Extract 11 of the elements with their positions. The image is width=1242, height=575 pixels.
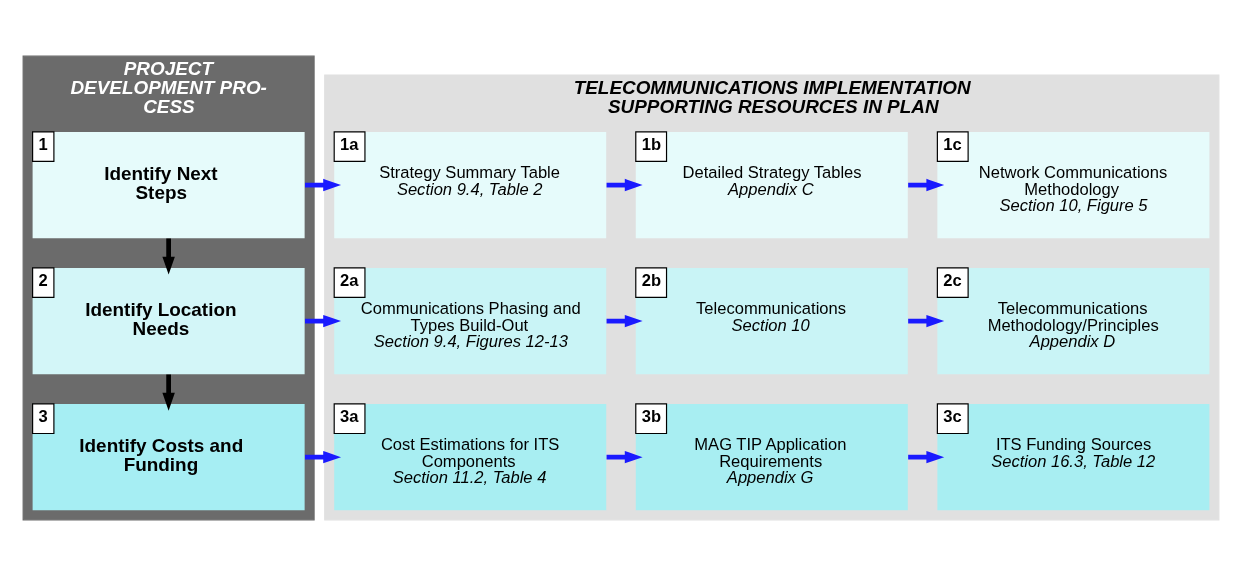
arrow (304, 450, 341, 463)
arrow (606, 178, 643, 191)
arrow (162, 238, 175, 275)
arrow (606, 450, 643, 463)
arrow (304, 178, 341, 191)
arrow (304, 314, 341, 327)
arrow (908, 314, 945, 327)
arrow (162, 374, 175, 411)
arrow (908, 178, 945, 191)
arrow (908, 450, 945, 463)
arrow (606, 314, 643, 327)
